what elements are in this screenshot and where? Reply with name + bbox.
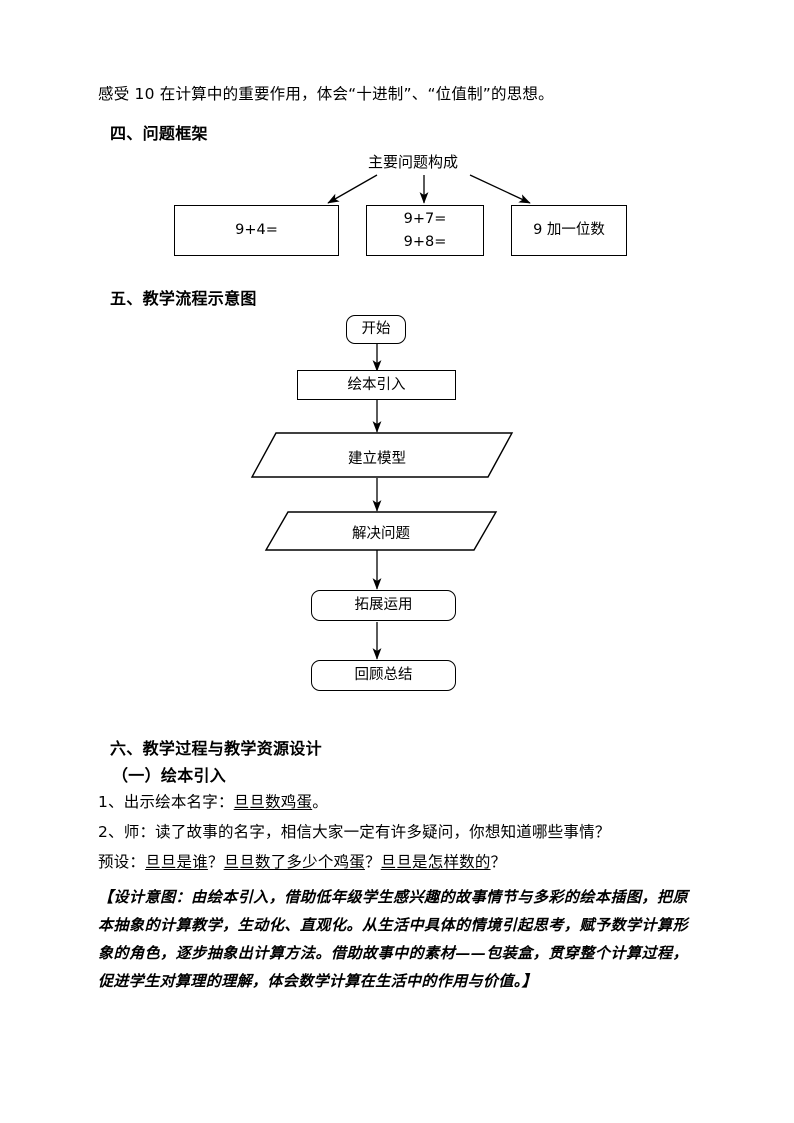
intro-paragraph: 感受 10 在计算中的重要作用，体会“十进制”、“位值制”的思想。 — [98, 85, 554, 103]
flow-node-extend-apply-label: 拓展运用 — [354, 597, 413, 614]
problem-box-2: 9+7= 9+8= — [366, 205, 484, 256]
item-3-question-3: 旦旦是怎样数的 — [380, 853, 491, 871]
problem-box-2-line-1: 9+7= — [403, 211, 447, 228]
design-intent-paragraph: 【设计意图：由绘本引入，借助低年级学生感兴趣的故事情节与多彩的绘本插图，把原本抽… — [98, 888, 688, 990]
flow-node-picture-book-label: 绘本引入 — [347, 376, 406, 393]
flow-node-start-label: 开始 — [361, 321, 391, 338]
item-1-prefix: 1、出示绘本名字： — [98, 793, 234, 811]
section-six-item-1: 1、出示绘本名字：旦旦数鸡蛋。 — [98, 791, 328, 814]
section-four-heading: 四、问题框架 — [110, 124, 208, 143]
flow-node-extend-apply: 拓展运用 — [311, 590, 456, 621]
item-3-question-2: 旦旦数了多少个鸡蛋 — [223, 853, 365, 871]
item-3-end: ？ — [490, 853, 507, 871]
flow-node-review-summary-label: 回顾总结 — [354, 667, 413, 684]
problem-framework-title: 主要问题构成 — [368, 153, 459, 171]
flow-node-picture-book: 绘本引入 — [297, 370, 456, 400]
flow-node-build-model-label: 建立模型 — [348, 451, 406, 467]
problem-box-3-line-1: 9 加一位数 — [533, 222, 605, 239]
section-six-item-2: 2、师：读了故事的名字，相信大家一定有许多疑问，你想知道哪些事情？ — [98, 823, 611, 841]
section-six-heading: 六、教学过程与教学资源设计 — [110, 739, 322, 758]
problem-box-2-line-2: 9+8= — [403, 233, 447, 250]
flow-node-review-summary: 回顾总结 — [311, 660, 456, 691]
problem-box-3: 9 加一位数 — [511, 205, 627, 256]
section-five-heading: 五、教学流程示意图 — [110, 289, 257, 308]
flow-node-start: 开始 — [346, 315, 406, 344]
problem-box-1: 9+4= — [174, 205, 339, 256]
problem-box-1-line-1: 9+4= — [235, 222, 278, 239]
item-3-sep-1: ？ — [207, 853, 224, 871]
section-six-item-3: 预设：旦旦是谁？旦旦数了多少个鸡蛋？旦旦是怎样数的？ — [98, 851, 506, 874]
section-six-subheading: （一）绘本引入 — [112, 766, 227, 785]
item-1-book-name: 旦旦数鸡蛋 — [233, 793, 313, 811]
item-3-prefix: 预设： — [98, 853, 146, 871]
flow-node-solve-problem-label: 解决问题 — [352, 526, 410, 542]
item-1-suffix: 。 — [312, 793, 328, 811]
item-3-sep-2: ？ — [364, 853, 381, 871]
item-3-question-1: 旦旦是谁 — [145, 853, 208, 871]
